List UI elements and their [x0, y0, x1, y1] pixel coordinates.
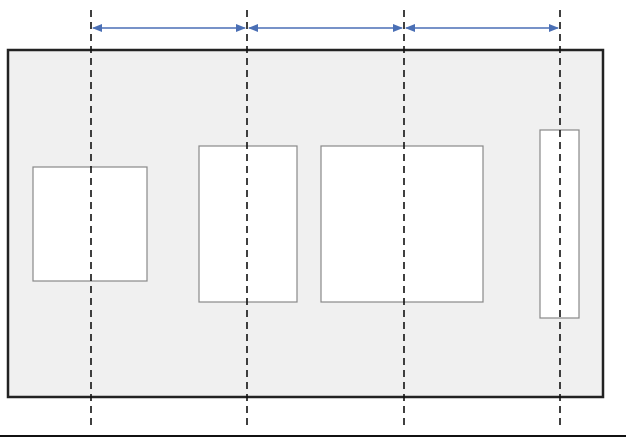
shape-box-1 [32, 166, 148, 282]
shape-box-3 [320, 145, 484, 303]
shape-box-2 [198, 145, 298, 303]
